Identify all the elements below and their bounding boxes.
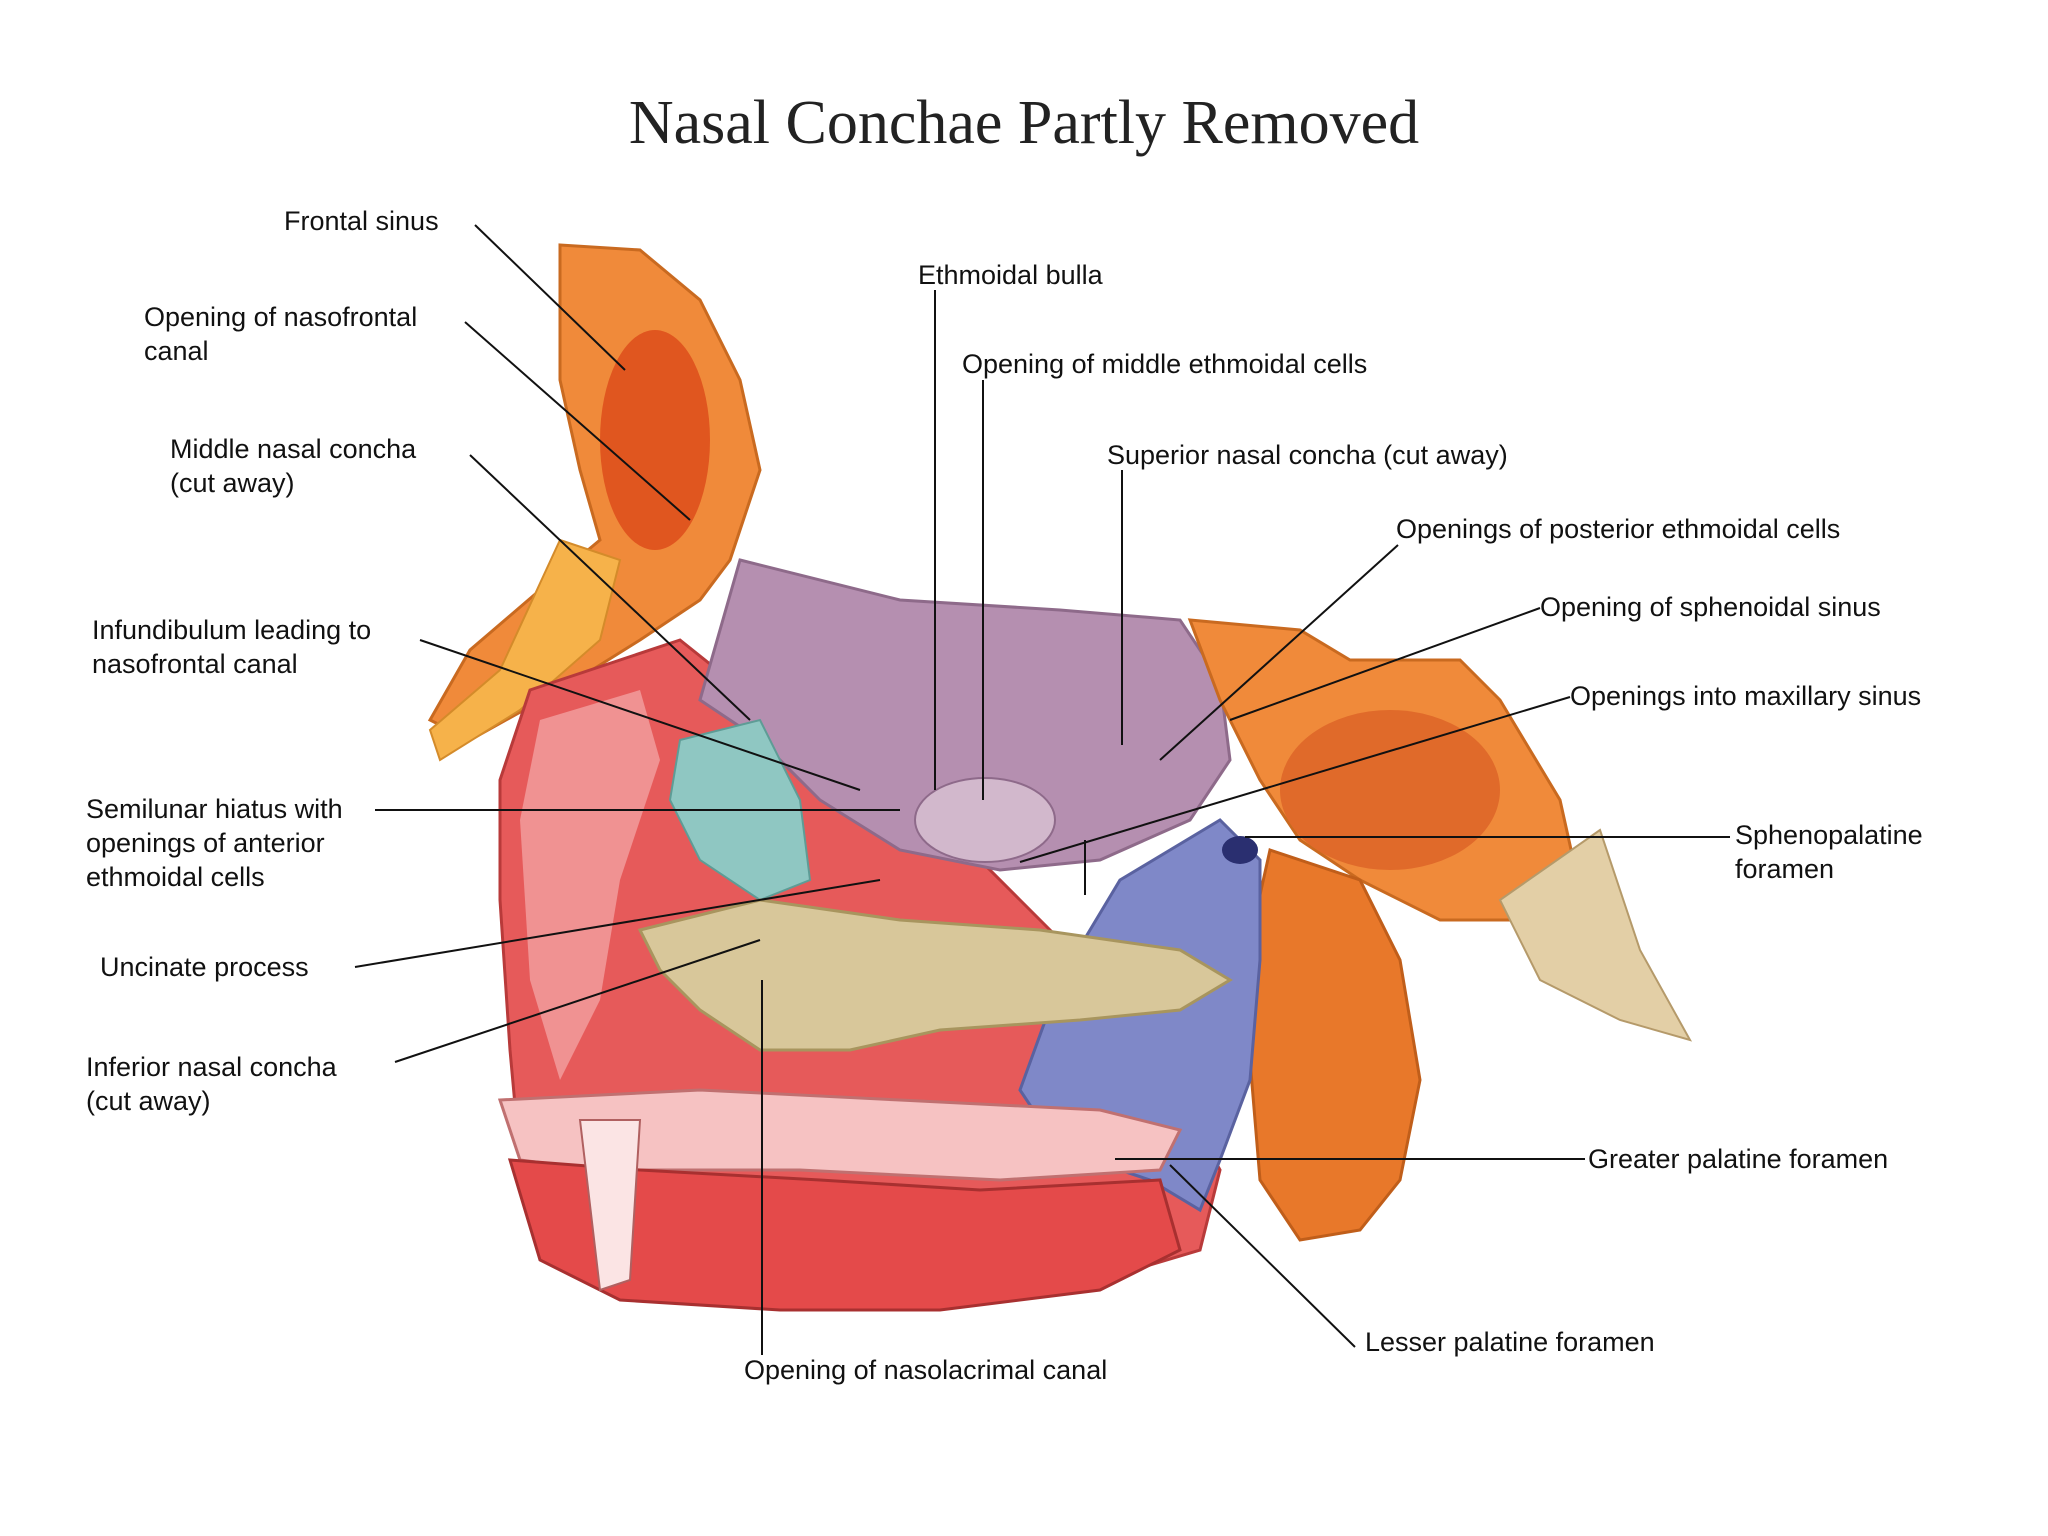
label-middle-concha-line2: (cut away) — [170, 468, 295, 498]
label-semilunar-line1: Semilunar hiatus with — [86, 794, 343, 824]
label-frontal-sinus: Frontal sinus — [284, 206, 439, 236]
label-middle-ethmoidal: Opening of middle ethmoidal cells — [962, 349, 1368, 379]
label-middle-concha-line1: Middle nasal concha — [170, 434, 417, 464]
nasal-bone-strip — [428, 538, 622, 762]
label-nasolacrimal: Opening of nasolacrimal canal — [744, 1355, 1108, 1385]
sphenopalatine-foramen-shape — [1222, 836, 1258, 864]
leader-lesser-palatine — [1169, 1164, 1356, 1348]
label-greater-palatine: Greater palatine foramen — [1588, 1144, 1889, 1174]
sphenoidal-sinus — [1280, 710, 1500, 870]
leader-nasofrontal — [464, 321, 691, 521]
maxilla-alveolar — [507, 1158, 1182, 1312]
leader-inferior-concha — [394, 939, 761, 1063]
leader-maxillary-sinus — [1019, 696, 1571, 863]
label-sphenopalatine-line1: Sphenopalatine — [1735, 820, 1923, 850]
leader-infundibulum — [419, 639, 861, 791]
label-semilunar-line3: ethmoidal cells — [86, 862, 265, 892]
ethmoidal-bulla-shape — [914, 777, 1056, 863]
leader-sphenoidal-sinus — [1229, 607, 1541, 721]
label-sphenoidal-sinus: Opening of sphenoidal sinus — [1540, 592, 1881, 622]
mucosa-highlight — [520, 690, 660, 1080]
label-posterior-ethmoidal: Openings of posterior ethmoidal cells — [1396, 514, 1841, 544]
leader-posterior-ethmoidal — [1159, 544, 1399, 761]
leader-middle-concha — [469, 454, 751, 721]
leader-lines — [354, 224, 1730, 1355]
sphenoid-wedge — [1498, 828, 1693, 1042]
diagram-title: Nasal Conchae Partly Removed — [628, 89, 1420, 157]
label-infundibulum-line2: nasofrontal canal — [92, 649, 298, 679]
pterygoid-plate — [1248, 848, 1422, 1242]
label-inferior-concha-line2: (cut away) — [86, 1086, 211, 1116]
label-maxillary-sinus: Openings into maxillary sinus — [1570, 681, 1922, 711]
leader-uncinate — [354, 879, 881, 968]
label-inferior-concha-line1: Inferior nasal concha — [86, 1052, 337, 1082]
label-ethmoidal-bulla: Ethmoidal bulla — [918, 260, 1103, 290]
frontal-sinus — [600, 330, 710, 550]
tooth-root — [578, 1119, 642, 1292]
label-semilunar-line2: openings of anterior — [86, 828, 325, 858]
label-nasofrontal-line2: canal — [144, 336, 209, 366]
label-nasofrontal-line1: Opening of nasofrontal — [144, 302, 418, 332]
label-uncinate: Uncinate process — [100, 952, 309, 982]
label-sphenopalatine-line2: foramen — [1735, 854, 1835, 884]
leader-frontal-sinus — [474, 224, 626, 371]
label-infundibulum-line1: Infundibulum leading to — [92, 615, 372, 645]
inferior-concha-shape — [637, 898, 1233, 1052]
label-superior-concha: Superior nasal concha (cut away) — [1107, 440, 1508, 470]
label-lesser-palatine: Lesser palatine foramen — [1365, 1327, 1655, 1357]
